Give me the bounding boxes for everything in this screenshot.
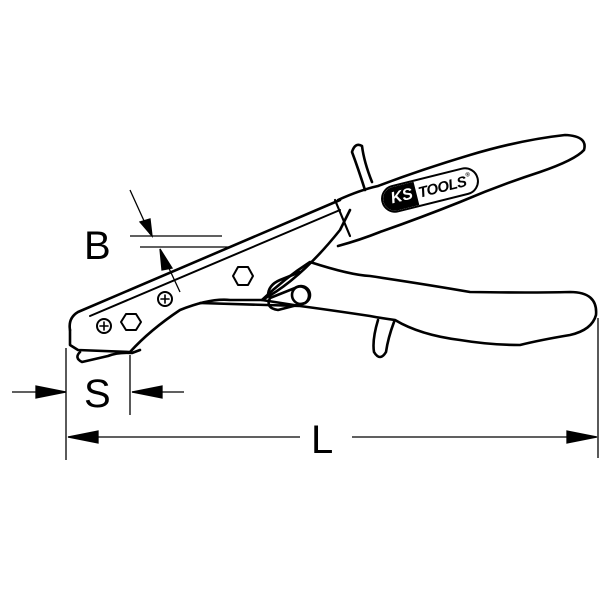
hex-nut-1	[120, 313, 142, 331]
upper-finger-stop	[350, 143, 374, 192]
registered-mark: ®	[464, 171, 471, 179]
dim-b-arrow-top	[138, 218, 153, 239]
dim-label-s: S	[84, 372, 111, 416]
upper-handle-outline	[336, 133, 586, 248]
dim-l-arrow-right	[566, 430, 598, 444]
dim-label-b: B	[84, 224, 111, 268]
dim-s-arrow-right	[131, 385, 163, 399]
dim-l-arrow-left	[67, 430, 99, 444]
lever-pin-end	[290, 284, 312, 306]
hex-nut-2	[232, 266, 254, 286]
screw-1	[96, 318, 112, 334]
lower-finger-stop	[372, 318, 396, 359]
dim-label-l: L	[311, 418, 334, 462]
lower-blade-tip	[76, 348, 142, 364]
upper-jaw-outline	[68, 208, 352, 354]
dim-s-arrow-left	[35, 385, 67, 399]
lever-body	[266, 270, 302, 298]
dim-b-leader-bottom	[159, 248, 181, 293]
upper-jaw-inner-edge	[89, 209, 341, 317]
logo-tools-text: TOOLS	[416, 172, 469, 202]
screw-2	[157, 291, 173, 307]
upper-jaw-top-edge	[68, 198, 342, 332]
upper-handle-collar	[333, 198, 352, 238]
lower-handle-outline	[198, 260, 598, 347]
